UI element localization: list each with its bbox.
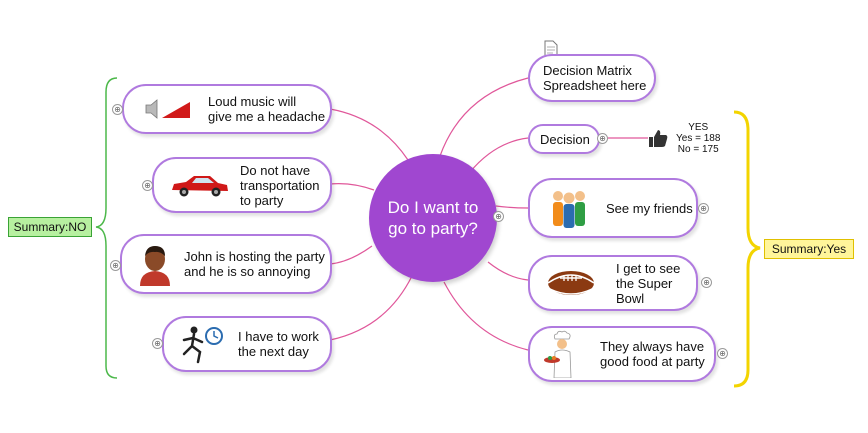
branch-label: Do not have transportation to party — [240, 162, 320, 208]
vote-yes-count: Yes = 188 — [676, 133, 721, 144]
collapse-toggle-decision[interactable]: ⊕ — [597, 133, 608, 144]
branch-label: Loud music will give me a headache — [208, 94, 326, 124]
expand-toggle-see-friends[interactable]: ⊕ — [698, 203, 709, 214]
central-topic[interactable]: Do I want to go to party? — [369, 154, 497, 282]
connector-right-5 — [443, 281, 529, 351]
running-man-clock-icon — [180, 324, 224, 364]
branch-label: I get to see the Super Bowl — [616, 260, 681, 306]
connector-right-2 — [469, 137, 529, 173]
speaker-volume-icon — [144, 97, 192, 121]
branch-no-transportation[interactable]: Do not have transportation to party — [152, 157, 332, 213]
right-summary-brace — [733, 110, 761, 388]
vote-verdict: YES — [688, 122, 709, 133]
summary-no[interactable]: Summary:NO — [8, 217, 92, 237]
connector-left-1 — [329, 108, 409, 161]
collapse-toggle-center[interactable]: ⊕ — [493, 211, 504, 222]
branch-label: Decision — [540, 131, 590, 147]
expand-toggle-good-food[interactable]: ⊕ — [717, 348, 728, 359]
red-car-icon — [170, 172, 230, 198]
connector-left-4 — [329, 275, 413, 341]
connector-right-4 — [487, 261, 529, 281]
branch-label: Decision Matrix Spreadsheet here — [543, 63, 647, 93]
decision-vote-result: YES Yes = 188 No = 175 — [676, 122, 720, 155]
expand-toggle-super-bowl[interactable]: ⊕ — [701, 277, 712, 288]
branch-super-bowl[interactable]: I get to see the Super Bowl — [528, 255, 698, 311]
connector-left-2 — [329, 183, 375, 191]
vote-no-count: No = 175 — [677, 144, 719, 155]
branch-john-hosting[interactable]: John is hosting the party and he is so a… — [120, 234, 332, 294]
connector-left-3 — [329, 245, 373, 265]
branch-label: John is hosting the party and he is so a… — [184, 249, 325, 279]
branch-good-food[interactable]: They always have good food at party — [528, 326, 716, 382]
left-summary-brace — [95, 77, 118, 379]
branch-work-next-day[interactable]: I have to work the next day — [162, 316, 332, 372]
expand-toggle-john-hosting[interactable]: ⊕ — [110, 260, 121, 271]
branch-label: See my friends — [606, 200, 693, 216]
group-of-people-icon — [548, 187, 590, 229]
branch-label: They always have good food at party — [600, 339, 705, 369]
branch-decision-matrix[interactable]: Decision Matrix Spreadsheet here — [528, 54, 656, 102]
football-icon — [546, 269, 596, 297]
document-icon — [544, 40, 558, 62]
branch-see-friends[interactable]: See my friends — [528, 178, 698, 238]
person-avatar-icon — [138, 242, 172, 286]
branch-decision[interactable]: Decision — [528, 124, 600, 154]
thumbs-up-icon — [648, 128, 668, 153]
summary-yes[interactable]: Summary:Yes — [764, 239, 854, 259]
expand-toggle-no-transportation[interactable]: ⊕ — [142, 180, 153, 191]
connector-right-1 — [439, 77, 529, 157]
expand-toggle-work-next-day[interactable]: ⊕ — [152, 338, 163, 349]
branch-label: I have to work the next day — [238, 329, 319, 359]
expand-toggle-loud-music[interactable]: ⊕ — [112, 104, 123, 115]
branch-loud-music[interactable]: Loud music will give me a headache — [122, 84, 332, 134]
connector-right-3 — [495, 205, 529, 209]
chef-icon — [544, 330, 588, 378]
